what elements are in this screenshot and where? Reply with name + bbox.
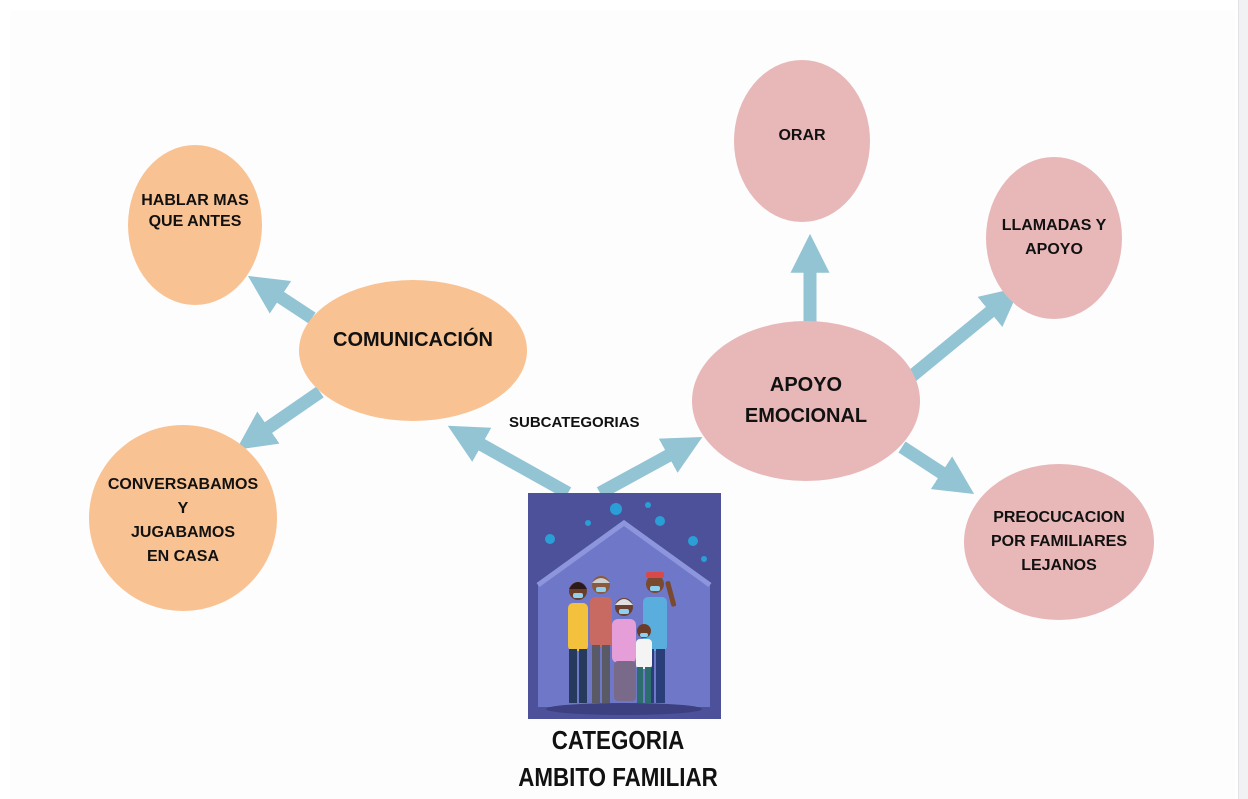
family-house-illustration-icon (528, 493, 721, 719)
subcategorias-label: SUBCATEGORIAS (509, 414, 640, 431)
node-preocupacion: PREOCUCACION POR FAMILIARES LEJANOS (964, 464, 1154, 620)
node-llamadas-label: LLAMADAS Y APOYO (1001, 217, 1107, 258)
node-comunicacion-label: COMUNICACIÓN (333, 328, 493, 351)
arrow-to-preocupacion (898, 441, 975, 495)
arrow-to-llamadas (907, 287, 1021, 382)
arrow-to-apoyo (596, 437, 703, 499)
node-hablar-mas-que-antes: HABLAR MAS QUE ANTES (128, 145, 262, 305)
node-orar-label: ORAR (778, 126, 826, 144)
category-title: CATEGORIA AMBITO FAMILIAR (518, 725, 718, 792)
arrow-to-comunicacion (447, 425, 572, 499)
node-orar: ORAR (734, 60, 870, 222)
node-conversabamos-label: CONVERSABAMOS Y JUGABAMOS EN CASA (107, 476, 259, 565)
arrow-to-hablar (247, 275, 316, 324)
node-apoyo-label: APOYO EMOCIONAL (744, 374, 868, 427)
arrow-to-conversabamos (236, 386, 324, 450)
node-comunicacion: COMUNICACIÓN (299, 280, 527, 421)
scrollbar[interactable] (1238, 0, 1248, 799)
node-preocupacion-label: PREOCUCACION POR FAMILIARES LEJANOS (990, 509, 1127, 574)
node-apoyo-emocional: APOYO EMOCIONAL (692, 321, 920, 481)
node-hablar-label: HABLAR MAS QUE ANTES (141, 192, 249, 230)
node-conversabamos: CONVERSABAMOS Y JUGABAMOS EN CASA (89, 425, 277, 611)
node-llamadas-y-apoyo: LLAMADAS Y APOYO (986, 157, 1122, 319)
